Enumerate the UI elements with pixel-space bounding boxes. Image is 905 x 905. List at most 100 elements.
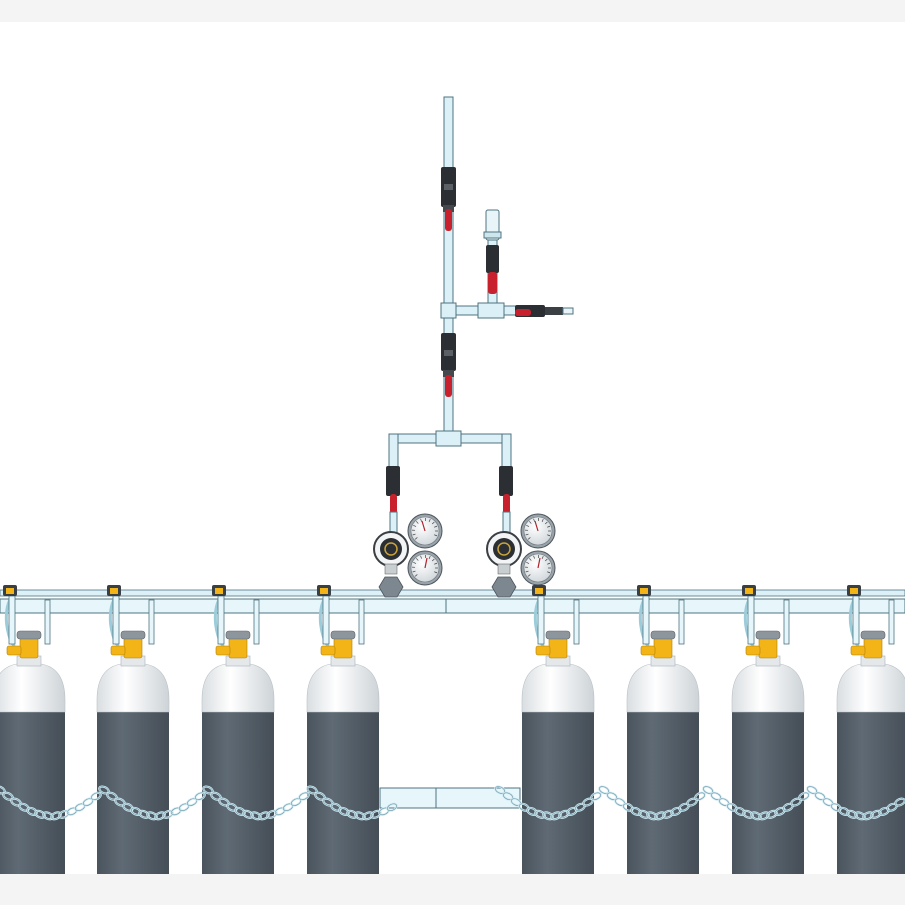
cylinder-shoulder (0, 663, 66, 713)
cylinder-valve-handwheel (755, 630, 781, 640)
pigtail-bracket (642, 595, 650, 645)
check-valve-nut (320, 588, 328, 594)
pressure-gauge (520, 513, 556, 549)
cylinder-valve-handwheel (860, 630, 886, 640)
gas-manifold-diagram (0, 96, 905, 874)
cylinder-valve-outlet (745, 645, 761, 656)
cylinder-shoulder (836, 663, 905, 713)
pigtail-bracket (852, 595, 860, 645)
cylinder-3 (201, 585, 275, 874)
cylinder-shoulder (201, 663, 275, 713)
cylinder-valve (228, 637, 248, 659)
cylinder-valve-outlet (110, 645, 126, 656)
cylinder-shoulder (731, 663, 805, 713)
cylinder-valve-outlet (535, 645, 551, 656)
manifold-bar (0, 589, 905, 614)
cylinder-7 (731, 585, 805, 874)
support-bar (379, 787, 521, 809)
regulator-badge (497, 542, 511, 556)
cylinder-valve-handwheel (225, 630, 251, 640)
cylinder-shoulder (521, 663, 595, 713)
cylinder-shoulder (626, 663, 700, 713)
cylinder-8 (836, 585, 905, 874)
regulators (373, 466, 556, 598)
check-valve-nut (110, 588, 118, 594)
pigtail-bracket (537, 595, 545, 645)
cylinder-body (627, 712, 699, 874)
gauge-needle (534, 520, 539, 532)
cylinder-5 (521, 585, 595, 874)
regulator-bonnet (493, 538, 515, 560)
regulator-1 (373, 466, 443, 598)
check-valve-nut (6, 588, 14, 594)
cylinder-body (522, 712, 594, 874)
pressure-gauge (407, 550, 443, 586)
side-branch (440, 209, 574, 319)
pigtail-bracket-right (573, 599, 580, 645)
cylinder-body (837, 712, 905, 874)
cylinder-valve-outlet (6, 645, 22, 656)
cylinder-valve (333, 637, 353, 659)
check-valve-nut (535, 588, 543, 594)
cylinder-1 (0, 585, 66, 874)
gauge-needle (424, 557, 428, 569)
cylinder-valve-handwheel (120, 630, 146, 640)
riser-lower-valve (441, 333, 456, 397)
cylinder-body (0, 712, 65, 874)
regulator-outlet-valve (499, 466, 513, 496)
check-valve-nut (215, 588, 223, 594)
cylinder-valve-handwheel (330, 630, 356, 640)
drawing-canvas (0, 22, 905, 874)
chain-left (0, 785, 398, 821)
gauge-needle (421, 520, 426, 532)
pressure-gauge (520, 550, 556, 586)
pigtail-bracket (112, 595, 120, 645)
pigtail-bracket (747, 595, 755, 645)
regulator-bonnet (380, 538, 402, 560)
cylinder-valve-handwheel (16, 630, 42, 640)
cylinder-valve (758, 637, 778, 659)
cylinder-valve-outlet (215, 645, 231, 656)
cylinder-bank (0, 585, 905, 874)
regulator-inlet (497, 563, 511, 575)
cylinder-2 (96, 585, 170, 874)
regulator-outlet-valve (386, 466, 400, 496)
cylinder-valve-outlet (320, 645, 336, 656)
pigtail-bracket-right (253, 599, 260, 645)
cylinder-valve-handwheel (545, 630, 571, 640)
check-valve-nut (745, 588, 753, 594)
regulator-badge (384, 542, 398, 556)
cylinder-shoulder (96, 663, 170, 713)
gauge-needle (537, 557, 541, 569)
bottom-margin (0, 874, 905, 905)
cylinder-6 (626, 585, 700, 874)
check-valve-nut (850, 588, 858, 594)
regulator-valve-handle (503, 494, 510, 514)
cylinder-shoulder (306, 663, 380, 713)
cylinder-4 (306, 585, 380, 874)
pigtail-bracket (217, 595, 225, 645)
pigtail-bracket (8, 595, 16, 645)
cylinder-valve (653, 637, 673, 659)
cylinder-valve (19, 637, 39, 659)
cylinder-body (732, 712, 804, 874)
pressure-gauge (407, 513, 443, 549)
pigtail-bracket-right (148, 599, 155, 645)
pigtail-bracket-right (358, 599, 365, 645)
regulator-2 (486, 466, 556, 598)
cylinder-valve-outlet (640, 645, 656, 656)
cylinder-chains (0, 785, 905, 821)
regulator-inlet (384, 563, 398, 575)
cylinder-valve-handwheel (650, 630, 676, 640)
regulator-valve-handle (390, 494, 397, 514)
pigtail-bracket (322, 595, 330, 645)
cylinder-valve (123, 637, 143, 659)
regulator-adjust-knob (378, 576, 404, 598)
riser-upper-valve (441, 167, 456, 231)
regulator-adjust-knob (491, 576, 517, 598)
cylinder-valve (548, 637, 568, 659)
pigtail-bracket-right (678, 599, 685, 645)
cylinder-valve (863, 637, 883, 659)
regulator-header (388, 430, 512, 475)
pigtail-bracket-right (783, 599, 790, 645)
